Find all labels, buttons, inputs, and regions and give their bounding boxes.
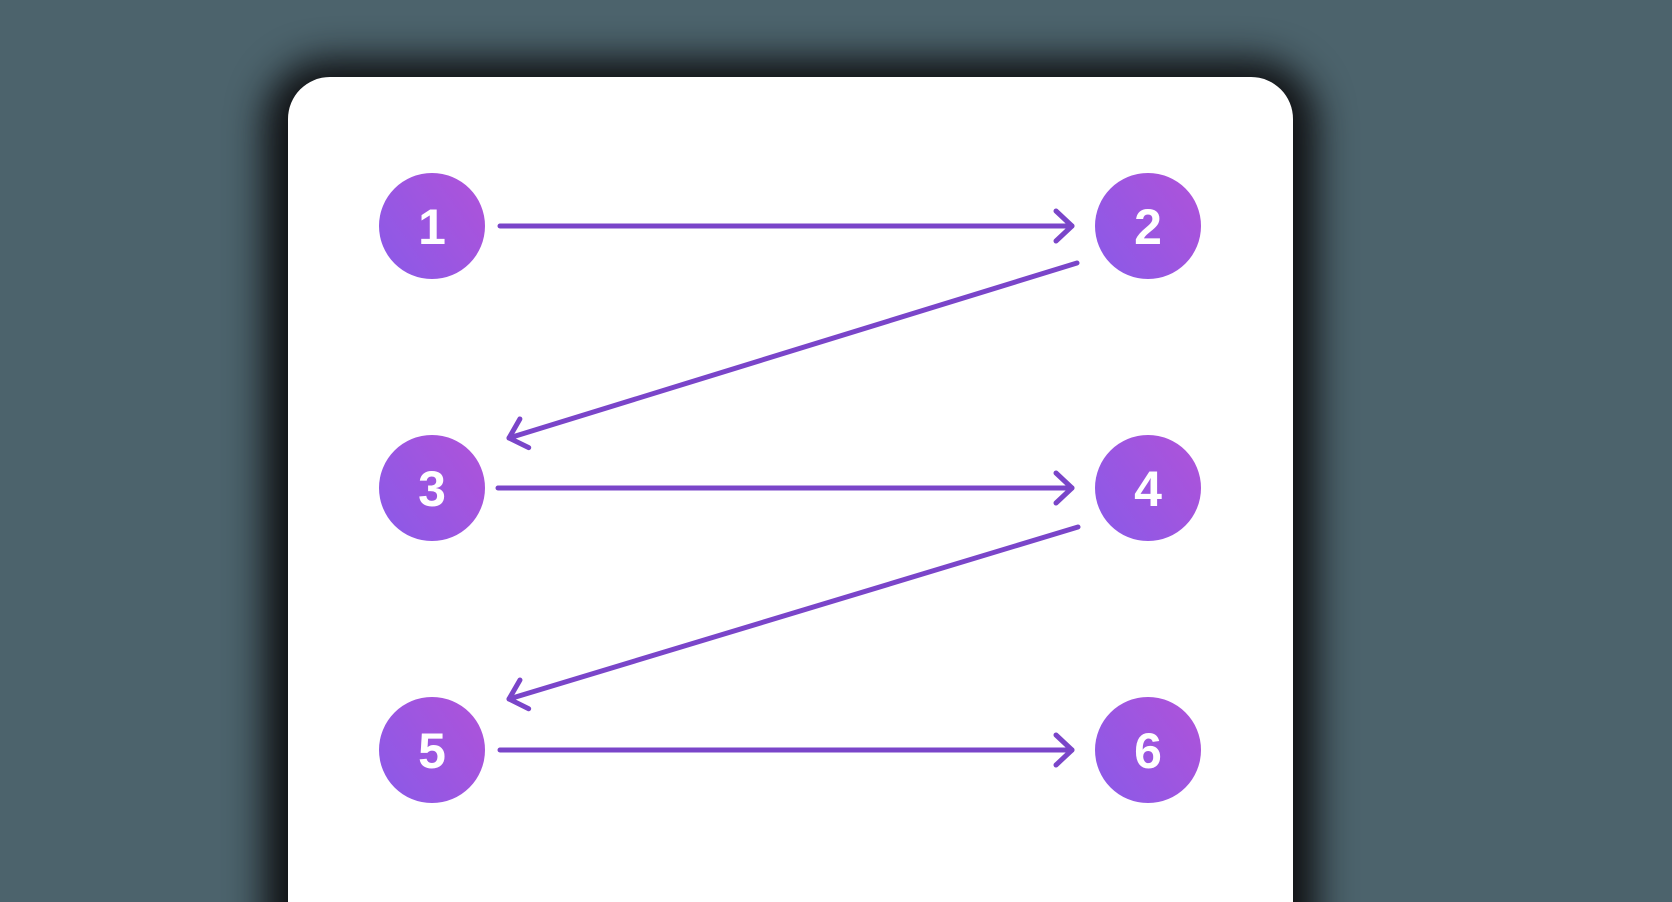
node-2-circle (1095, 173, 1201, 279)
node-6: 6 (1095, 697, 1201, 803)
edge-2-3 (506, 260, 1080, 451)
edges (495, 208, 1081, 768)
node-5: 5 (379, 697, 485, 803)
node-1-circle (379, 173, 485, 279)
node-1: 1 (379, 173, 485, 279)
node-3-label: 3 (418, 461, 446, 517)
edge-4-5 (506, 524, 1081, 712)
node-2: 2 (1095, 173, 1201, 279)
node-5-label: 5 (418, 723, 446, 779)
node-3-circle (379, 435, 485, 541)
node-1-label: 1 (418, 199, 446, 255)
node-6-circle (1095, 697, 1201, 803)
node-4: 4 (1095, 435, 1201, 541)
node-5-circle (379, 697, 485, 803)
node-6-label: 6 (1134, 723, 1162, 779)
node-3: 3 (379, 435, 485, 541)
node-2-label: 2 (1134, 199, 1162, 255)
node-4-circle (1095, 435, 1201, 541)
node-4-label: 4 (1134, 461, 1162, 517)
nodes: 1 2 3 4 5 6 (379, 173, 1201, 803)
